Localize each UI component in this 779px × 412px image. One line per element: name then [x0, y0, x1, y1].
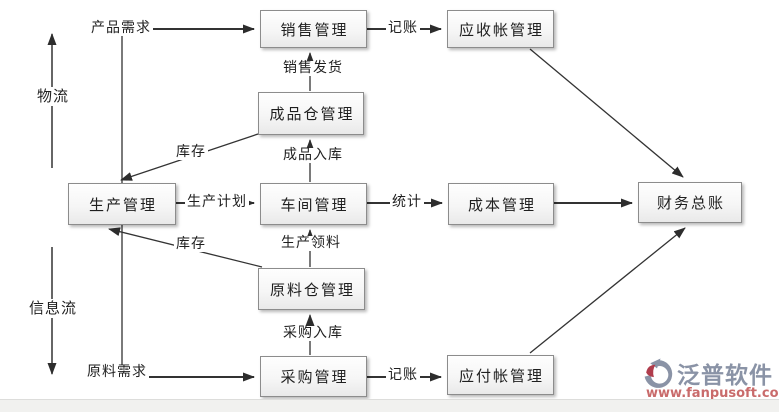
node-finished-goods-warehouse: 成品仓管理 [258, 92, 364, 135]
edge-label-finished-goods-in: 成品入库 [281, 147, 345, 164]
node-raw-material-warehouse: 原料仓管理 [258, 268, 365, 310]
bottom-bar [0, 399, 779, 412]
edge-label-bookkeeping-top: 记账 [386, 20, 420, 37]
fanpu-logo: 泛普软件 www.fanpusoft.com [641, 354, 779, 402]
node-accounts-receivable: 应收帐管理 [447, 10, 554, 48]
edge-label-inventory-bottom: 库存 [174, 236, 208, 253]
edge-receivable-to-ledger [529, 48, 684, 178]
node-purchase-management: 采购管理 [260, 356, 367, 397]
edge-label-production-picking: 生产领料 [279, 235, 343, 252]
node-sales-management: 销售管理 [260, 10, 367, 48]
edge-label-production-plan: 生产计划 [185, 194, 249, 211]
node-accounts-payable: 应付帐管理 [447, 355, 554, 395]
material-flow-label: 物流 [35, 87, 72, 106]
edge-label-statistics: 统计 [390, 194, 424, 211]
node-financial-general-ledger: 财务总账 [638, 182, 742, 223]
edge-label-purchase-in: 采购入库 [281, 325, 345, 342]
node-cost-management: 成本管理 [448, 183, 554, 225]
node-production-management: 生产管理 [68, 183, 176, 225]
edge-label-raw-material-demand: 原料需求 [85, 364, 149, 381]
edge-label-inventory-top: 库存 [174, 144, 208, 161]
edge-label-bookkeeping-bottom: 记账 [386, 367, 420, 384]
information-flow-label: 信息流 [27, 299, 80, 318]
edge-payable-to-ledger [529, 227, 686, 354]
edge-label-product-demand: 产品需求 [89, 20, 153, 37]
node-workshop-management: 车间管理 [260, 183, 367, 225]
fanpu-logo-text: 泛普软件 [677, 362, 773, 389]
fanpu-logo-url: www.fanpusoft.com [646, 386, 779, 401]
edge-label-sales-delivery: 销售发货 [281, 60, 345, 77]
fanpu-logo-icon [644, 358, 673, 388]
